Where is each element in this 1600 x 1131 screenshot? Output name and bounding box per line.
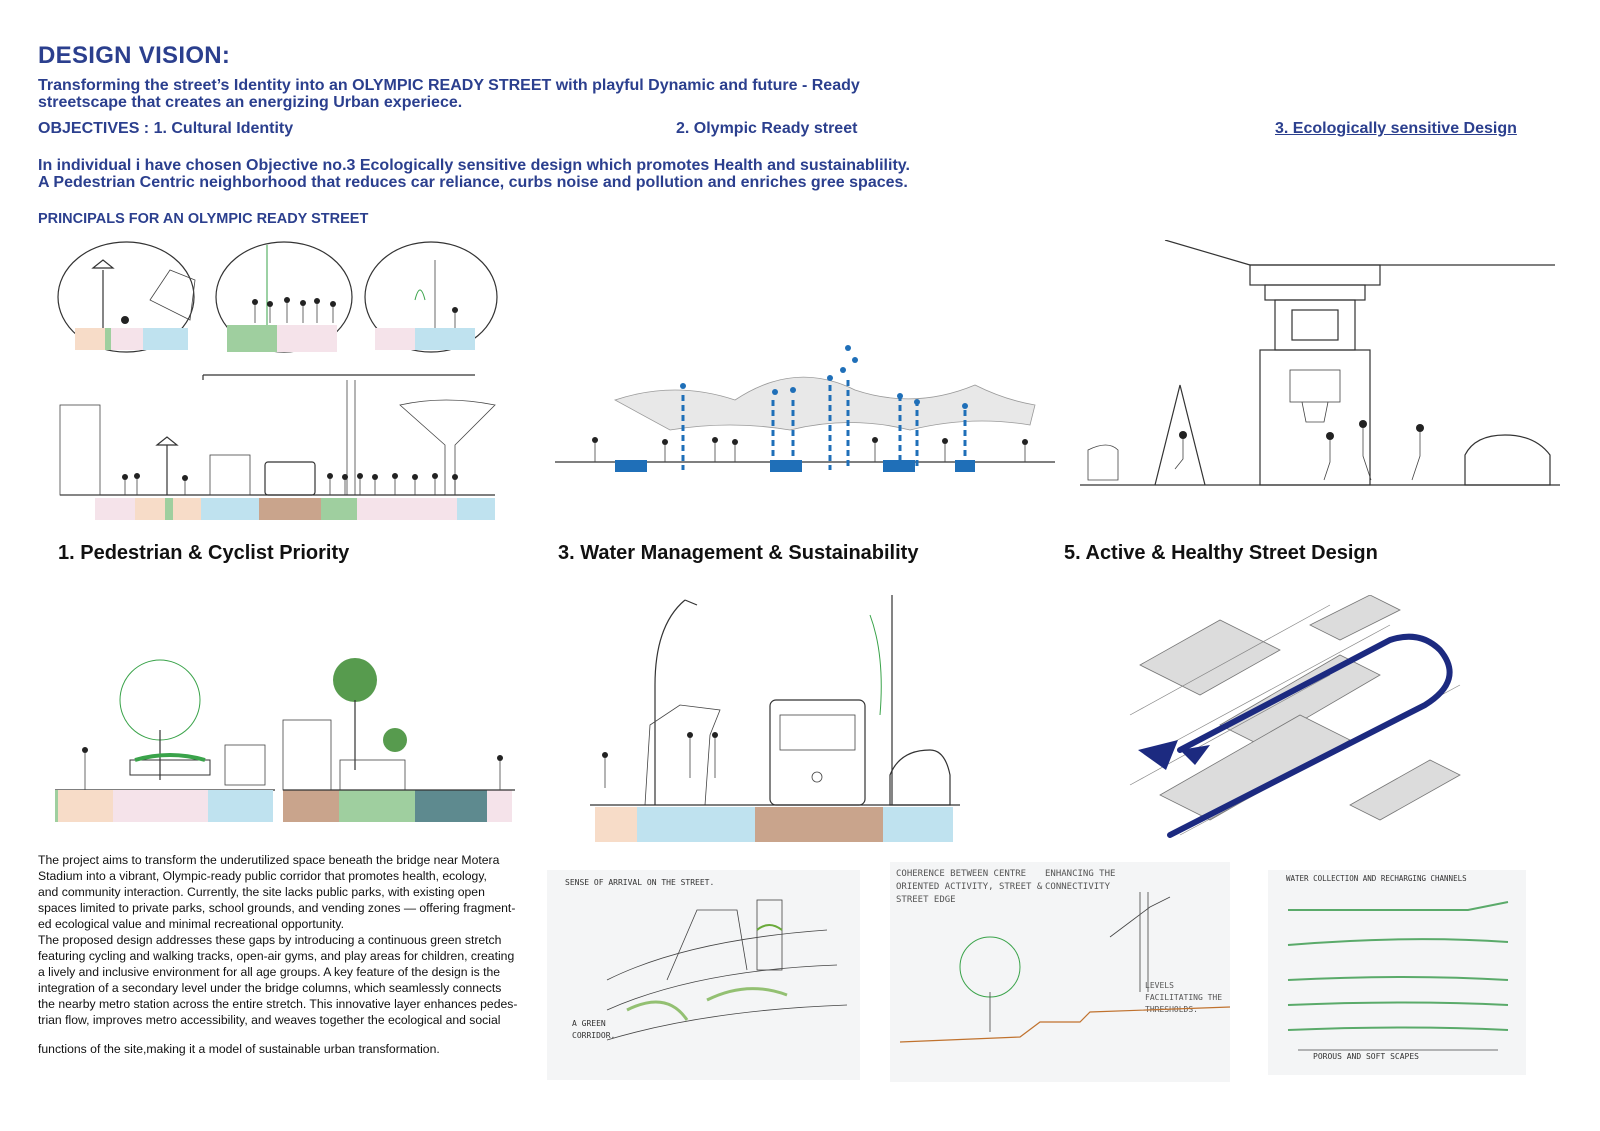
sketch-2-drawing xyxy=(899,892,1230,1043)
principle-5-title: 5. Active & Healthy Street Design xyxy=(1064,542,1378,564)
car-left xyxy=(1087,444,1119,481)
sketch-2-note-1: COHERENCE BETWEEN CENTRE ORIENTED ACTIVI… xyxy=(896,869,1043,905)
active-healthy-illustration xyxy=(1080,240,1560,486)
sketch-connectivity: COHERENCE BETWEEN CENTRE ORIENTED ACTIVI… xyxy=(890,862,1230,1082)
sketch-water-channels: WATER COLLECTION AND RECHARGING CHANNELS… xyxy=(1268,870,1526,1075)
description-line: Stadium into a vibrant, Olympic-ready pu… xyxy=(38,869,487,883)
swing-frame xyxy=(1154,384,1206,486)
principle-3-title: 3. Water Management & Sustainability xyxy=(558,542,919,564)
detail-oval-1 xyxy=(57,241,196,353)
individual-line-2: A Pedestrian Centric neighborhood that r… xyxy=(38,174,908,191)
description-line: The proposed design addresses these gaps… xyxy=(38,933,502,947)
sketch-3-note: POROUS AND SOFT SCAPES xyxy=(1313,1052,1419,1061)
sketch-3-drawing xyxy=(1287,901,1509,1051)
principle-1-title: 1. Pedestrian & Cyclist Priority xyxy=(58,542,350,564)
description-line: featuring cycling and walking tracks, op… xyxy=(38,949,515,963)
description-last-line: functions of the site,making it a model … xyxy=(38,1042,440,1056)
sketch-3-title: WATER COLLECTION AND RECHARGING CHANNELS xyxy=(1286,874,1467,883)
description-line: The project aims to transform the underu… xyxy=(38,853,500,867)
vision-statement: Transforming the street’s Identity into … xyxy=(38,77,938,111)
sketch-2-note-2: ENHANCING THE CONNECTIVITY xyxy=(1045,869,1116,892)
description-line: integration of a secondary level under t… xyxy=(38,981,502,995)
page-title: DESIGN VISION: xyxy=(38,42,231,69)
sketch-green-corridor: SENSE OF ARRIVAL ON THE STREET. A GREEN … xyxy=(547,870,860,1080)
objective-3: 3. Ecologically sensitive Design xyxy=(1275,120,1517,137)
route-arrow xyxy=(1167,633,1453,838)
bus-shelter xyxy=(644,704,721,806)
detail-oval-2 xyxy=(215,241,353,353)
pedestrian-cyclist-illustration xyxy=(57,241,498,520)
bus-stop-illustration xyxy=(590,595,960,842)
water-management-illustration xyxy=(555,345,1055,472)
description-line: the nearby metro station across the enti… xyxy=(38,997,518,1011)
street-section xyxy=(59,374,496,520)
project-description: The project aims to transform the underu… xyxy=(38,852,538,1057)
car xyxy=(889,749,951,806)
tree-canopy xyxy=(333,658,377,702)
vision-line-1: Transforming the street’s Identity into … xyxy=(38,77,860,94)
objective-1: OBJECTIVES : 1. Cultural Identity xyxy=(38,120,294,137)
detail-oval-3 xyxy=(364,241,498,353)
isometric-corridor-illustration xyxy=(1129,595,1461,838)
rain-drops xyxy=(680,345,968,409)
description-line: trian flow, improves metro accessibility… xyxy=(38,1013,501,1027)
description-line: and community interaction. Currently, th… xyxy=(38,885,485,899)
sketch-1-drawing xyxy=(606,899,848,1041)
bus xyxy=(769,699,866,806)
rain-channels xyxy=(681,380,967,470)
individual-line-1: In individual i have chosen Objective no… xyxy=(38,157,910,174)
vision-line-2: streetscape that creates an energizing U… xyxy=(38,94,463,111)
description-line: spaces limited to private parks, school … xyxy=(38,901,516,915)
green-section-illustration xyxy=(55,658,515,822)
description-line: ed ecological value and minimal recreati… xyxy=(38,917,344,931)
principals-heading: PRINCIPALS FOR AN OLYMPIC READY STREET xyxy=(38,211,369,227)
sketch-1-title: SENSE OF ARRIVAL ON THE STREET. xyxy=(565,878,715,887)
sketch-1-note: A GREEN CORRIDOR. xyxy=(572,1019,616,1040)
individual-statement: In individual i have chosen Objective no… xyxy=(38,157,1038,191)
objective-2: 2. Olympic Ready street xyxy=(676,120,858,137)
car-right xyxy=(1464,434,1551,486)
description-line: a lively and inclusive environment for a… xyxy=(38,965,501,979)
